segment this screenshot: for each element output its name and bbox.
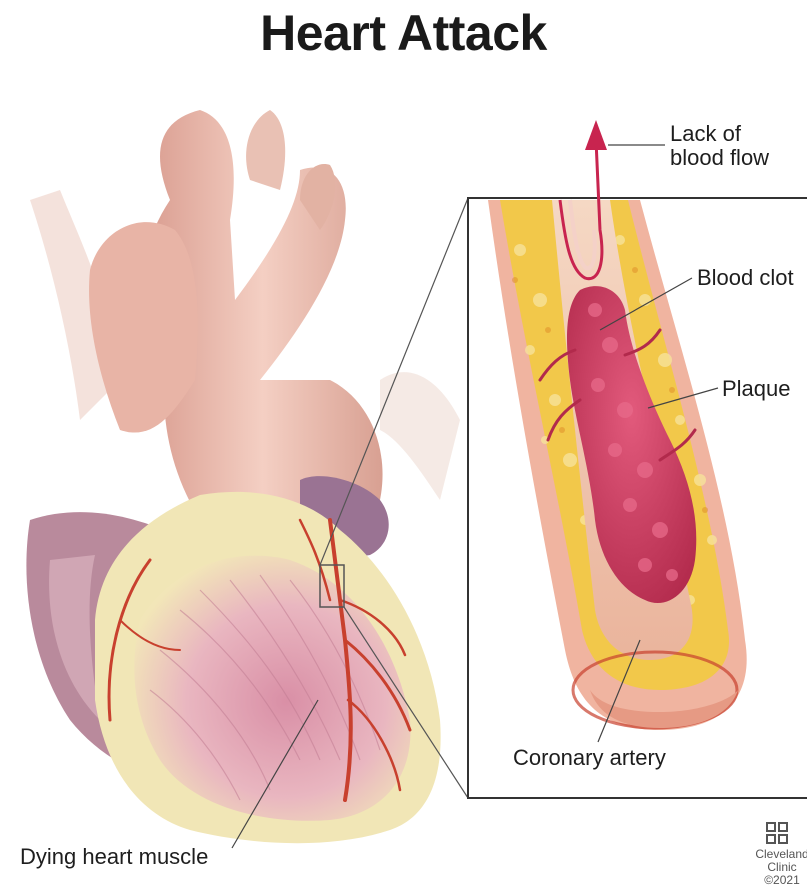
logo-line3: ©2021 (752, 874, 807, 887)
arrow-head-icon (585, 120, 607, 150)
faint-vessel (380, 372, 460, 500)
aortic-arch-branch (246, 110, 285, 190)
label-dying-heart-muscle: Dying heart muscle (20, 845, 208, 869)
heart (26, 110, 460, 843)
label-lack-line1: Lack of (670, 122, 769, 146)
label-coronary-artery: Coronary artery (513, 746, 666, 770)
label-lack-of-blood-flow: Lack of blood flow (670, 122, 769, 170)
label-plaque: Plaque (722, 377, 791, 401)
cleveland-clinic-logo-icon (766, 822, 788, 844)
label-lack-line2: blood flow (670, 146, 769, 170)
cleveland-clinic-logo: Cleveland Clinic ©2021 (752, 822, 807, 887)
label-blood-clot: Blood clot (697, 266, 794, 290)
zoom-line-top (320, 198, 468, 565)
